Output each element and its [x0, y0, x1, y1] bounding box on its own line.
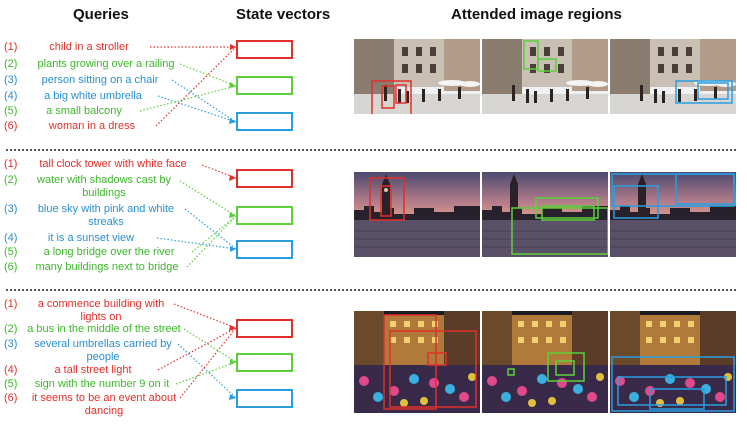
query-item: (1)a commence building with lights on [4, 298, 165, 323]
state-vector-green [236, 76, 293, 95]
connector-arrowheads [229, 44, 236, 400]
street-event-image-blue [610, 311, 736, 413]
state-vector-red [236, 169, 293, 188]
state-vector-red [236, 319, 293, 338]
plaza-image-blue [610, 39, 736, 114]
connector-line [179, 327, 237, 399]
connector-line [175, 361, 237, 385]
state-vector-red [236, 40, 293, 59]
attended-regions-header: Attended image regions [451, 6, 622, 23]
state-vector-blue [236, 389, 293, 408]
state-vector-green [236, 206, 293, 225]
connector-line [179, 180, 237, 217]
query-item: (2)water with shadows cast by buildings [4, 174, 171, 199]
connector-line [179, 63, 237, 87]
state-vector-green [236, 353, 293, 372]
state-vector-blue [236, 240, 293, 259]
connector-line [155, 46, 237, 127]
plaza-image-green [482, 39, 608, 114]
connector-line [177, 343, 237, 399]
state-vectors-header: State vectors [236, 6, 331, 23]
connector-line [156, 237, 237, 250]
connector-line [157, 95, 237, 123]
street-event-image-red [354, 311, 480, 413]
state-vector-blue [236, 112, 293, 131]
query-item: (3)blue sky with pink and white streaks [4, 203, 175, 228]
connector-line [139, 85, 237, 112]
query-item: (6)it seems to be an event about dancing [4, 392, 177, 417]
section-separator [6, 149, 736, 151]
connector-line [173, 303, 237, 329]
bigben-image-red [354, 172, 480, 257]
bigben-image-blue [610, 172, 736, 257]
connector-line [186, 215, 237, 268]
connector-line [201, 164, 237, 179]
connector-line [184, 208, 237, 250]
queries-header: Queries [73, 6, 129, 23]
connector-line [191, 215, 237, 253]
plaza-image-red [354, 39, 480, 114]
section-separator [6, 289, 736, 291]
bigben-image-green [482, 172, 608, 257]
connector-line [157, 327, 237, 371]
connector-line [171, 79, 237, 123]
street-event-image-green [482, 311, 608, 413]
query-item: (3)several umbrellas carried by people [4, 338, 172, 363]
